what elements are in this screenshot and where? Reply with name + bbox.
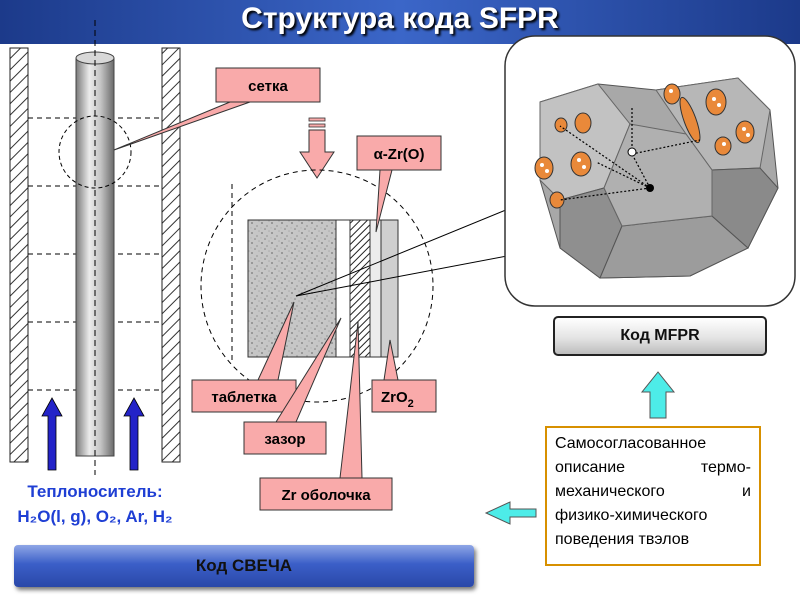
gas-bubbles — [534, 83, 755, 209]
callout-zro2: ZrO2 — [371, 339, 437, 413]
cladding-section — [349, 219, 371, 358]
coolant-label: Теплоноситель: — [27, 482, 163, 501]
channel-wall-right — [161, 47, 181, 463]
description-line: механического и — [555, 483, 751, 500]
description-line: Самосогласованное — [555, 435, 707, 452]
page-title: Структура кода SFPR — [241, 2, 559, 35]
callout-mesh: сетка — [113, 67, 321, 151]
mfpr-code-box: Код MFPR — [553, 316, 767, 356]
callout-pellet-label: таблетка — [211, 389, 277, 406]
grain-center-dot — [646, 184, 654, 192]
arrow-to-mfpr — [640, 371, 676, 419]
alpha-zr-section — [369, 219, 382, 358]
callout-gap: зазор — [243, 317, 342, 455]
description-line: физико-химического — [555, 507, 708, 524]
callout-alpha-zr-label: α-Zr(O) — [374, 146, 425, 163]
grain-polyhedron — [539, 77, 779, 279]
mfpr-code-label: Код MFPR — [620, 327, 700, 344]
coolant-arrows — [41, 397, 145, 471]
channel-wall-left — [9, 47, 29, 463]
bubble-dots — [540, 89, 750, 173]
callout-cladding: Zr оболочка — [259, 321, 393, 511]
zoom-circle — [58, 115, 132, 189]
callout-pellet: таблетка — [191, 301, 297, 413]
detail-circle — [200, 169, 434, 403]
pellet-section — [247, 219, 337, 358]
callout-mesh-label: сетка — [248, 78, 288, 95]
callout-gap-label: зазор — [264, 431, 305, 448]
callout-zro2-label: ZrO2 — [381, 389, 414, 410]
svecha-code-bar: Код СВЕЧА — [14, 545, 474, 587]
svecha-code-label: Код СВЕЧА — [195, 556, 293, 575]
description-box: Самосогласованное описание термо- механи… — [545, 426, 761, 566]
callout-cladding-label: Zr оболочка — [281, 487, 371, 504]
description-line: описание термо- — [555, 459, 751, 476]
diffusion-paths — [559, 108, 701, 201]
arrow-to-svecha — [484, 501, 537, 525]
fuel-rod — [75, 57, 115, 457]
link-line-upper — [295, 195, 541, 297]
callout-alpha-zr: α-Zr(O) — [356, 135, 442, 233]
coolant-composition: H₂O(l, g), O₂, Ar, H₂ — [17, 507, 173, 526]
grain-node-dot — [627, 147, 637, 157]
title-bar: Структура кода SFPR — [0, 0, 800, 44]
zoom-arrow — [299, 117, 335, 179]
oxide-section — [380, 219, 399, 358]
description-line: поведения твэлов — [555, 531, 690, 548]
